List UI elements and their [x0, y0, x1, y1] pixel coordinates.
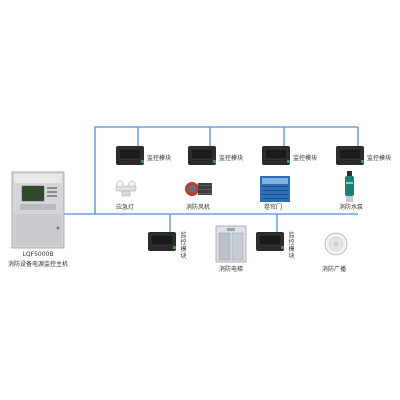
module-label: 监控模块 [147, 155, 172, 162]
rolling-door-icon [260, 176, 290, 202]
device-label: 消防风机 [186, 204, 211, 211]
host-controller-cabinet [11, 171, 65, 249]
module-label: 监控模块 [367, 155, 392, 162]
module-label: 监控模块 [219, 155, 244, 162]
emergency-light-icon [115, 180, 137, 197]
device-label: 消防电梯 [219, 266, 244, 273]
bus-lines [64, 126, 359, 232]
module-label: 监控模块 [293, 155, 318, 162]
module-label: 监控模块 [288, 232, 295, 260]
module-label: 监控模块 [180, 232, 187, 260]
monitor-module [256, 232, 284, 251]
monitor-module [116, 146, 144, 165]
fire-pump-icon [345, 171, 354, 202]
monitor-module [262, 146, 290, 165]
device-label: 卷帘门 [264, 204, 283, 211]
device-label: 消防水泵 [339, 204, 364, 211]
monitor-module [336, 146, 364, 165]
fire-speaker-icon [324, 232, 348, 256]
fire-fan-icon [185, 182, 212, 196]
monitor-module [188, 146, 216, 165]
device-label: 消防广播 [322, 266, 347, 273]
host-name-label: 消防设备电源监控主机 [7, 261, 68, 268]
device-label: 应急灯 [116, 204, 135, 211]
fire-elevator-icon [215, 225, 247, 263]
host-model-label: LQF5000B [22, 251, 54, 258]
monitor-module [148, 232, 176, 251]
